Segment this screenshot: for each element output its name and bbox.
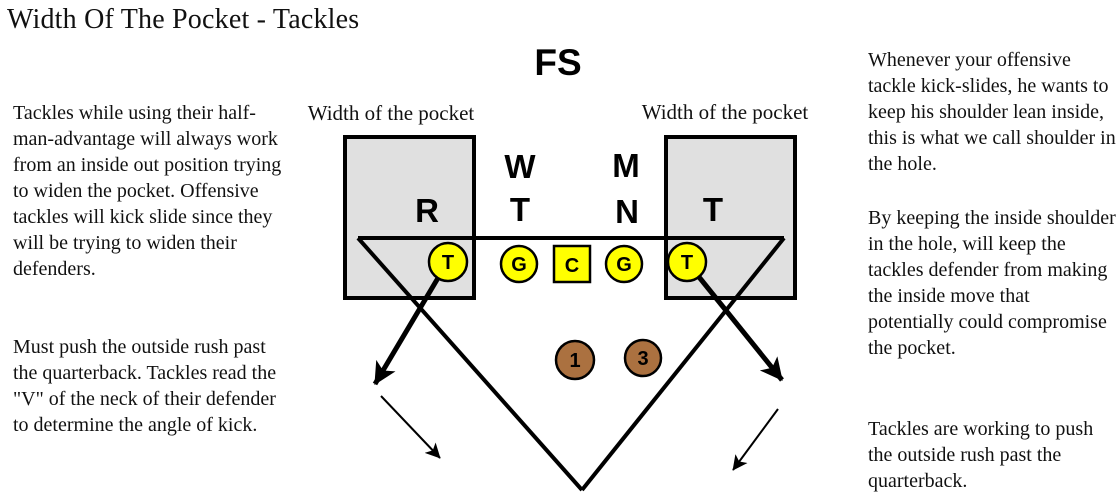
offensive-right-guard-label: G xyxy=(616,254,632,276)
offensive-center: C xyxy=(552,244,592,284)
offensive-right-tackle-label: T xyxy=(681,252,693,274)
right-column-paragraph-3: Tackles are working to push the outside … xyxy=(868,418,1094,492)
offensive-center-square xyxy=(552,244,592,284)
rusher-1-circle xyxy=(554,339,596,381)
offensive-left-guard-label: G xyxy=(511,254,527,276)
defender-rush-end-label: R xyxy=(415,192,439,229)
rusher-3-circle xyxy=(623,338,663,378)
rusher-1-label: 1 xyxy=(569,350,580,372)
right-rush-push-arrow xyxy=(732,408,779,471)
right-column-paragraph-2: By keeping the inside shoulder in the ho… xyxy=(868,207,1116,359)
left-column-paragraph-1: Tackles while using their half-man-advan… xyxy=(13,102,282,280)
pocket-width-caption-left: Width of the pocket xyxy=(308,101,475,125)
defender-mike-lb-label: M xyxy=(612,147,640,184)
offensive-right-guard: G xyxy=(604,244,644,284)
left-column-paragraph-2: Must push the outside rush past the quar… xyxy=(13,336,277,436)
defender-nose-label: N xyxy=(615,193,639,230)
offensive-left-guard: G xyxy=(499,244,539,284)
offensive-right-tackle-circle xyxy=(666,241,708,283)
rusher-3: 3 xyxy=(623,338,663,378)
offensive-left-tackle-label: T xyxy=(442,252,454,274)
right-column-paragraph-1: Whenever your offensive tackle kick-slid… xyxy=(868,49,1116,175)
defender-tackle-label: T xyxy=(510,191,530,228)
offensive-left-tackle: T xyxy=(427,241,469,283)
offensive-left-guard-circle xyxy=(499,244,539,284)
offensive-center-label: C xyxy=(565,255,579,277)
left-tackle-kick-slide-arrow xyxy=(372,276,441,386)
pocket-v-line-left xyxy=(356,236,584,492)
page-title: Width Of The Pocket - Tackles xyxy=(7,4,360,35)
free-safety-label: FS xyxy=(534,42,581,83)
offensive-right-guard-circle xyxy=(604,244,644,284)
defender-right-end-label: T xyxy=(703,191,723,228)
pocket-width-caption-right: Width of the pocket xyxy=(642,100,809,124)
offensive-left-tackle-circle xyxy=(427,241,469,283)
rusher-3-label: 3 xyxy=(637,348,648,370)
pocket-v-line-right xyxy=(580,236,786,492)
defender-will-lb-label: W xyxy=(504,148,536,185)
left-rush-push-arrow xyxy=(380,395,441,459)
rusher-1: 1 xyxy=(554,339,596,381)
right-tackle-kick-slide-arrow xyxy=(697,275,784,382)
offensive-right-tackle: T xyxy=(666,241,708,283)
